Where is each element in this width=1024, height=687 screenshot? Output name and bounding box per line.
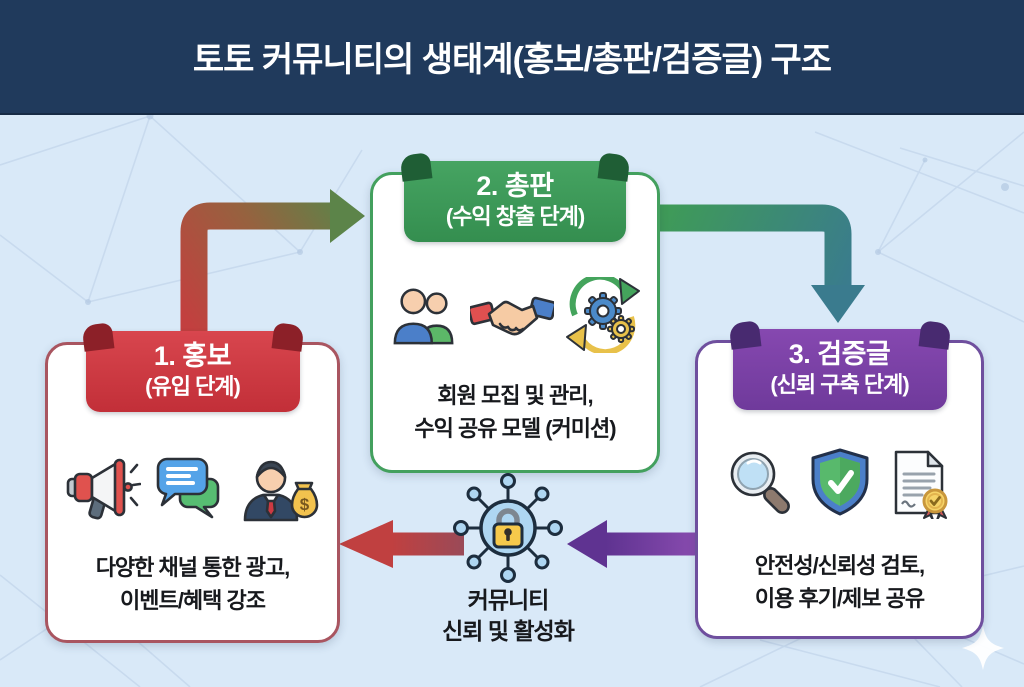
ribbon-promo-stage: (유입 단계) (145, 374, 241, 399)
ribbon-distributor: 2. 총판 (수익 창출 단계) (404, 161, 626, 242)
promo-line1: 다양한 채널 통한 광고, (95, 555, 291, 580)
ribbon-verification-step: 3. 검증글 (788, 339, 891, 369)
recruiter-money-icon: $ (243, 460, 318, 522)
distributor-line1: 회원 모집 및 관리, (437, 383, 593, 408)
arrow-promo-to-distributor (180, 189, 365, 346)
box-promo: 1. 홍보 (유입 단계) (45, 331, 340, 643)
community-hub: 커뮤니티 신뢰 및 활성화 (398, 472, 618, 647)
hub-line1: 커뮤니티 (467, 587, 550, 613)
ribbon-promo: 1. 홍보 (유입 단계) (85, 331, 300, 412)
chat-bubbles-icon (156, 457, 219, 519)
handshake-icon (470, 296, 554, 336)
commission-cycle-icon (566, 277, 640, 353)
certificate-icon (894, 450, 947, 519)
megaphone-icon (66, 458, 141, 520)
magnifier-icon (730, 451, 790, 514)
ribbon-verification: 3. 검증글 (신뢰 구축 단계) (732, 329, 947, 410)
verification-icons-row (698, 447, 981, 519)
ribbon-promo-step: 1. 홍보 (153, 341, 232, 371)
verification-line1: 안전성/신뢰성 검토, (754, 553, 925, 578)
verification-line2: 이용 후기/제보 공유 (754, 586, 925, 611)
box-verification: 3. 검증글 (신뢰 구축 단계) (695, 329, 984, 639)
ribbon-distributor-stage: (수익 창출 단계) (445, 204, 585, 229)
members-icon (393, 288, 454, 345)
hub-caption: 커뮤니티 신뢰 및 활성화 (398, 585, 618, 647)
ribbon-verification-stage: (신뢰 구축 단계) (770, 372, 909, 397)
ribbon-distributor-step: 2. 총판 (476, 171, 554, 201)
distributor-description: 회원 모집 및 관리, 수익 공유 모델 (커미션) (373, 379, 657, 445)
verification-description: 안전성/신뢰성 검토, 이용 후기/제보 공유 (698, 549, 981, 615)
page-title: 토토 커뮤니티의 생태계(홍보/총판/검증글) 구조 (192, 41, 832, 79)
hub-line2: 신뢰 및 활성화 (442, 618, 575, 644)
shield-check-icon (811, 448, 868, 516)
network-lock-icon (453, 473, 563, 583)
distributor-icons-row (373, 277, 657, 353)
arrow-distributor-to-verification (654, 204, 865, 323)
promo-line2: 이벤트/혜택 강조 (120, 588, 266, 613)
title-bar: 토토 커뮤니티의 생태계(홍보/총판/검증글) 구조 (0, 0, 1024, 115)
promo-description: 다양한 채널 통한 광고, 이벤트/혜택 강조 (48, 551, 337, 617)
svg-text:$: $ (299, 495, 309, 514)
distributor-line2: 수익 공유 모델 (커미션) (414, 416, 616, 441)
promo-icons-row: $ (48, 451, 337, 523)
box-distributor: 2. 총판 (수익 창출 단계) (370, 161, 660, 473)
